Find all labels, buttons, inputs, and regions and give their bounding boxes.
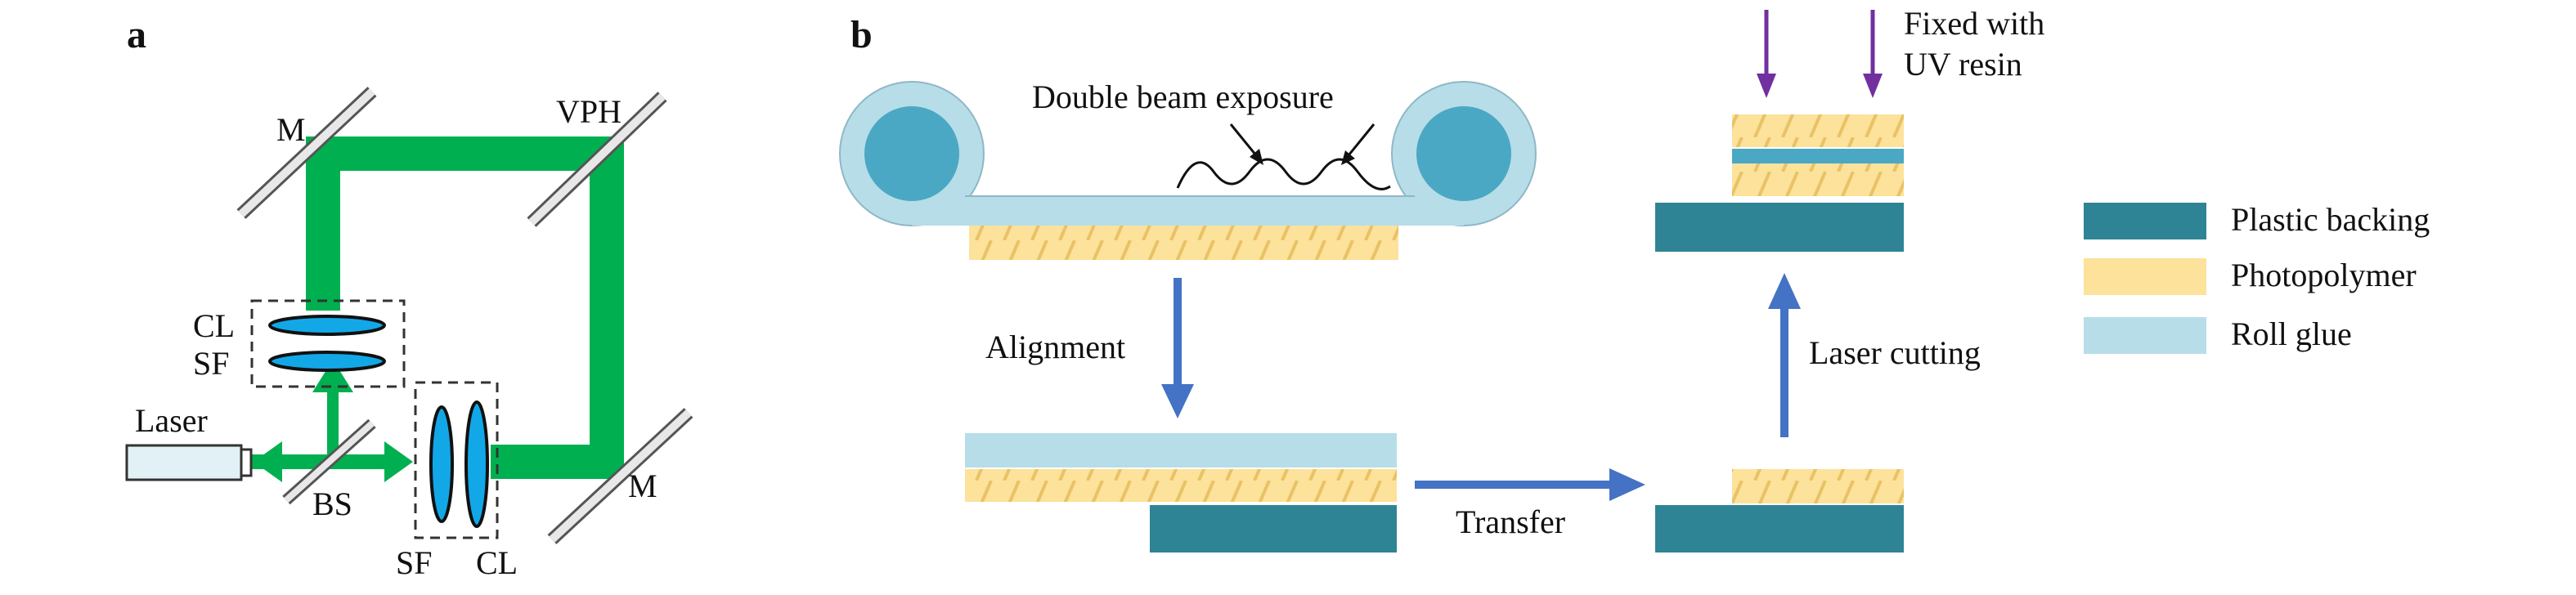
panel-a-label: a <box>127 13 146 56</box>
legend: Plastic backing Photopolymer Roll glue <box>2084 201 2430 354</box>
legend-label-photopolymer: Photopolymer <box>2231 257 2417 293</box>
vph-label: VPH <box>556 93 622 130</box>
collimating-lens-vertical <box>268 315 386 336</box>
mirror-bottom-label: M <box>628 468 657 504</box>
legend-swatch-roll-glue <box>2084 317 2206 354</box>
bs-label: BS <box>312 485 352 522</box>
spatial-filter-vertical <box>268 351 386 372</box>
wave-icon <box>1176 158 1391 190</box>
plastic-backing-aligned <box>1150 505 1397 552</box>
mirror-top-left <box>236 87 377 219</box>
plastic-backing-transferred <box>1655 505 1904 552</box>
sf-vertical-label: SF <box>193 345 230 382</box>
mirror-bottom-right <box>547 408 693 544</box>
laser-cutting-label: Laser cutting <box>1809 334 1981 371</box>
beam-splitter <box>282 418 376 505</box>
collimating-lens-horizontal <box>464 400 489 528</box>
fixed-label-line2: UV resin <box>1904 46 2022 83</box>
beam-arrow-up-icon <box>312 360 353 392</box>
transfer-label: Transfer <box>1456 503 1565 540</box>
fixed-label-line1: Fixed with <box>1904 5 2044 42</box>
legend-label-plastic-backing: Plastic backing <box>2231 201 2430 238</box>
mirror-top-label: M <box>276 111 306 148</box>
lens-module-horizontal <box>414 381 499 539</box>
beam-arrow-right-icon <box>384 441 413 482</box>
cl-horizontal-label: CL <box>476 544 518 581</box>
sf-horizontal-label: SF <box>396 544 433 581</box>
roll-glue-final <box>1732 149 1904 163</box>
cl-vertical-label: CL <box>193 307 235 344</box>
legend-label-roll-glue: Roll glue <box>2231 315 2352 352</box>
roll-glue-layer-aligned <box>965 433 1397 468</box>
plastic-backing-final <box>1655 203 1904 252</box>
double-beam-label: Double beam exposure <box>1032 78 1334 115</box>
laser-source <box>125 444 253 481</box>
legend-swatch-photopolymer <box>2084 258 2206 295</box>
laser-label: Laser <box>135 402 208 439</box>
roller-right <box>1416 106 1511 201</box>
beam-arrow-right <box>1344 123 1376 160</box>
spatial-filter-horizontal <box>429 405 454 523</box>
roller-left <box>864 106 959 201</box>
roll-glue-belt <box>839 81 1537 226</box>
panel-a: a <box>125 13 693 581</box>
panel-b: b Double beam exposure Alignment <box>839 5 2430 552</box>
legend-swatch-plastic-backing <box>2084 203 2206 239</box>
beam-arrow-left-icon <box>254 441 282 482</box>
vph-grating <box>527 92 667 227</box>
lens-module-vertical <box>250 299 406 388</box>
panel-b-label: b <box>850 13 873 56</box>
alignment-label: Alignment <box>985 329 1125 365</box>
